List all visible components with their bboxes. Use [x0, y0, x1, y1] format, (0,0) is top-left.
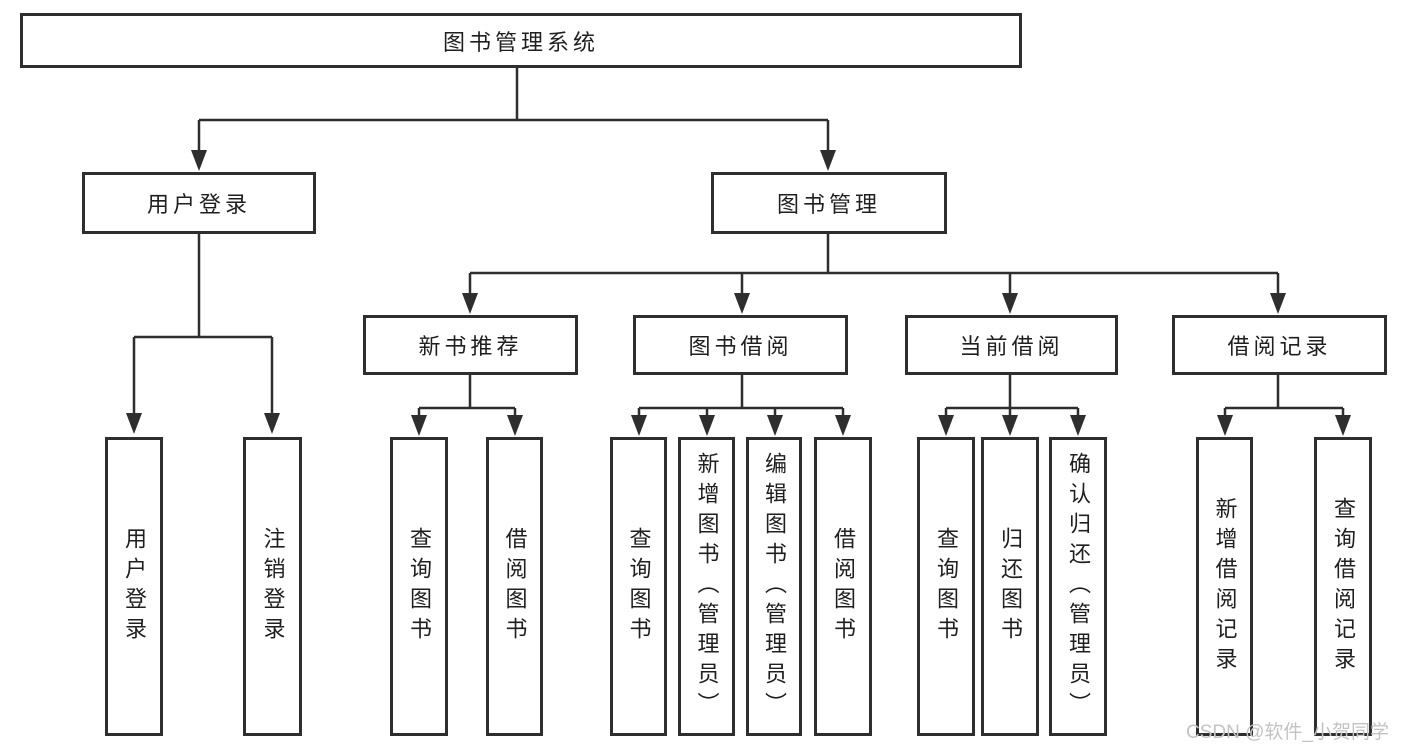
arrowhead — [835, 415, 851, 436]
arrowhead — [1070, 415, 1086, 436]
arrowhead — [191, 150, 207, 171]
leaf-borrow-book-1: 借阅图书 — [486, 437, 543, 736]
connector-user-login — [132, 234, 274, 415]
node-user-login-label: 用户登录 — [146, 192, 251, 217]
arrowhead — [462, 293, 478, 314]
node-borrow-records: 借阅记录 — [1172, 315, 1387, 375]
leaf-borrow-book-2-label: 借阅图书 — [831, 526, 856, 647]
node-new-book-recommend-label: 新书推荐 — [418, 334, 523, 359]
leaf-query-book-1: 查询图书 — [390, 437, 448, 736]
connector-new-book — [417, 375, 517, 417]
arrowhead — [734, 293, 750, 314]
leaf-query-book-3: 查询图书 — [917, 437, 975, 736]
leaf-return-book: 归还图书 — [981, 437, 1039, 736]
arrowhead — [1270, 293, 1286, 314]
arrowhead — [411, 415, 427, 436]
leaf-user-login-label: 用户登录 — [122, 526, 147, 647]
connector-borrow-records — [1223, 375, 1345, 417]
node-user-login: 用户登录 — [82, 172, 316, 234]
arrowhead — [1002, 293, 1018, 314]
leaf-confirm-return-admin-label: 确认归还（管理员） — [1066, 451, 1091, 722]
arrowhead — [1002, 415, 1018, 436]
arrowhead — [820, 150, 836, 171]
leaf-query-borrow-record-label: 查询借阅记录 — [1331, 496, 1356, 677]
leaf-return-book-label: 归还图书 — [998, 526, 1023, 647]
arrowhead — [1217, 415, 1233, 436]
leaf-query-book-2-label: 查询图书 — [626, 526, 652, 647]
arrowhead — [767, 415, 783, 436]
leaf-edit-book-admin: 编辑图书（管理员） — [746, 437, 802, 736]
arrowhead — [126, 413, 142, 434]
leaf-edit-book-admin-label: 编辑图书（管理员） — [762, 451, 787, 722]
connector-book-borrow — [637, 375, 845, 417]
node-root-label: 图书管理系统 — [442, 29, 599, 55]
leaf-add-book-admin-label: 新增图书（管理员） — [694, 451, 720, 722]
leaf-borrow-book-2: 借阅图书 — [814, 437, 872, 736]
leaf-add-borrow-record-label: 新增借阅记录 — [1212, 496, 1238, 677]
leaf-logout: 注销登录 — [243, 437, 302, 736]
node-book-borrow: 图书借阅 — [633, 315, 848, 375]
node-book-management-label: 图书管理 — [776, 192, 881, 217]
node-current-borrow: 当前借阅 — [905, 315, 1118, 375]
leaf-confirm-return-admin: 确认归还（管理员） — [1049, 437, 1107, 736]
leaf-query-book-3-label: 查询图书 — [934, 526, 959, 647]
leaf-query-borrow-record: 查询借阅记录 — [1314, 437, 1372, 736]
node-root: 图书管理系统 — [20, 13, 1022, 68]
leaf-user-login: 用户登录 — [105, 437, 163, 736]
arrowhead — [1335, 415, 1351, 436]
node-book-management: 图书管理 — [711, 172, 947, 234]
arrowhead — [507, 415, 523, 436]
arrowheads — [126, 150, 1351, 436]
arrowhead — [699, 415, 715, 436]
node-book-borrow-label: 图书借阅 — [688, 334, 793, 359]
leaf-query-book-2: 查询图书 — [610, 437, 667, 736]
arrowhead — [938, 415, 954, 436]
connector-root — [197, 68, 830, 152]
leaf-borrow-book-1-label: 借阅图书 — [502, 526, 528, 647]
connector-book-management — [468, 234, 1280, 295]
node-borrow-records-label: 借阅记录 — [1227, 334, 1332, 359]
node-current-borrow-label: 当前借阅 — [959, 334, 1064, 359]
leaf-add-book-admin: 新增图书（管理员） — [678, 437, 735, 736]
node-new-book-recommend: 新书推荐 — [363, 315, 578, 375]
leaf-add-borrow-record: 新增借阅记录 — [1196, 437, 1253, 736]
connector-current-borrow — [944, 375, 1080, 417]
csdn-watermark: CSDN @软件_小贺同学 — [1186, 722, 1389, 743]
arrowhead — [631, 415, 647, 436]
leaf-query-book-1-label: 查询图书 — [407, 526, 432, 647]
arrowhead — [264, 413, 280, 434]
leaf-logout-label: 注销登录 — [260, 526, 286, 647]
